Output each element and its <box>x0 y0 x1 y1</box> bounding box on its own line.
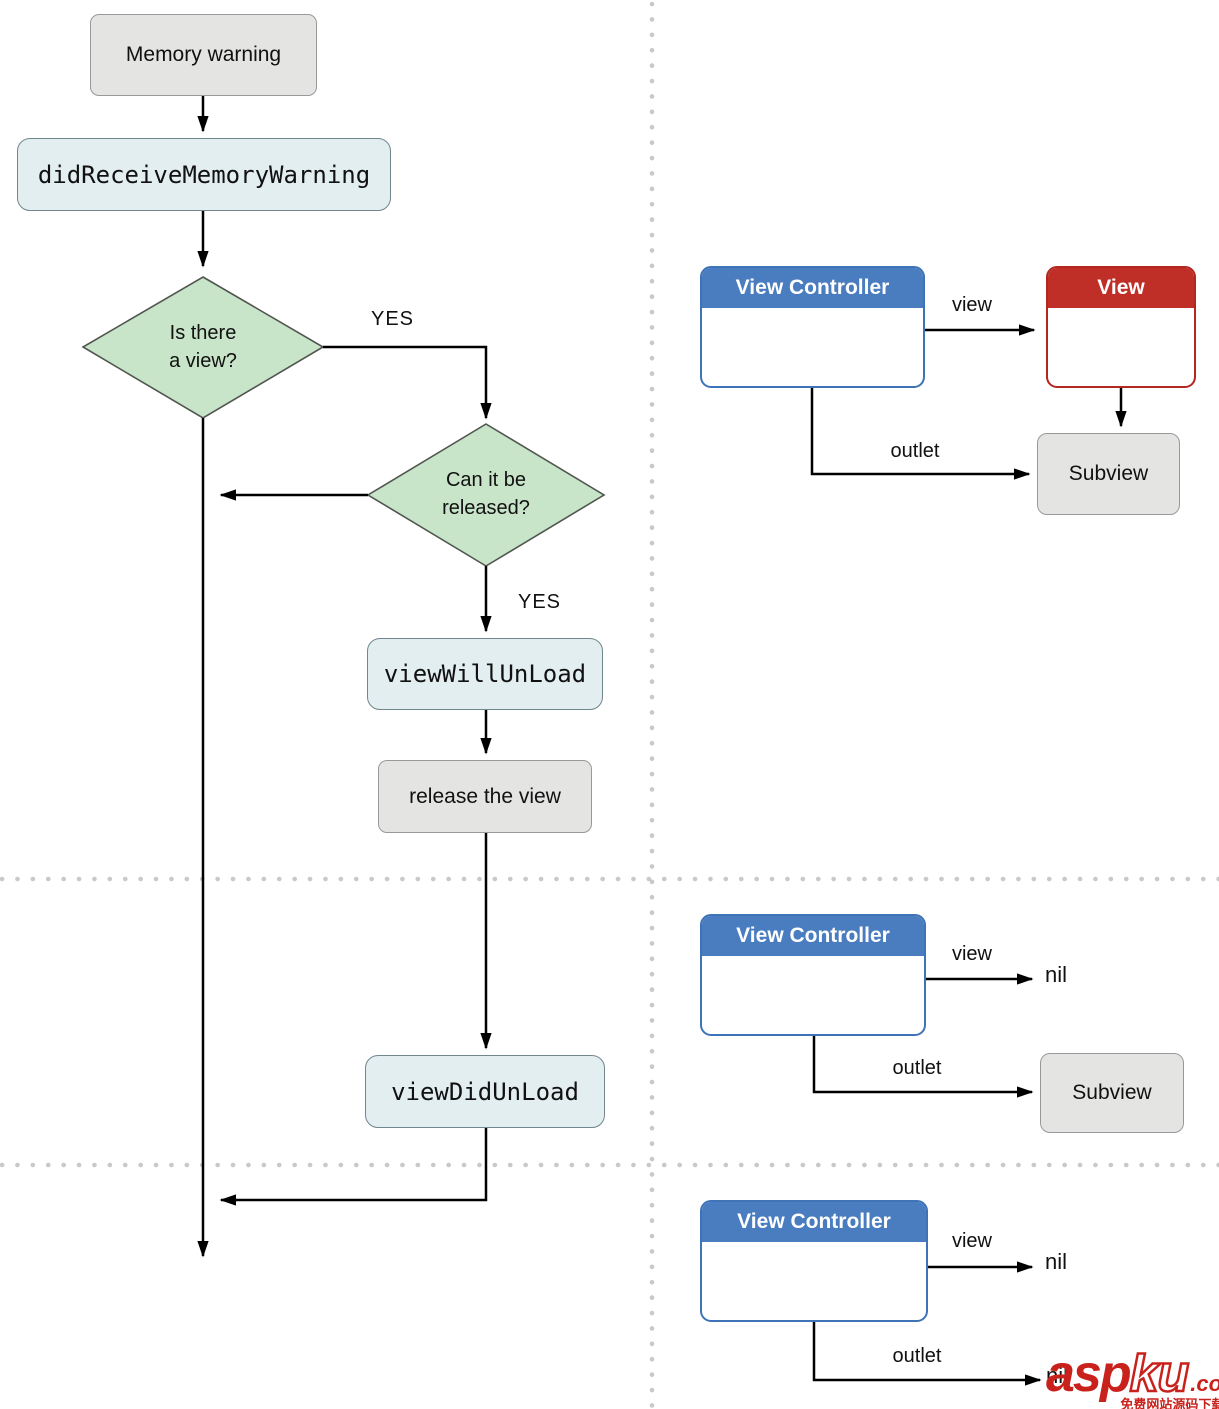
decision1-label: Is there a view? <box>123 319 283 375</box>
view-controller-card-top: View Controller <box>700 266 925 388</box>
outlet-edge-label-middle: outlet <box>892 1057 942 1079</box>
watermark-tagline: 免费网站源码下载站! <box>1120 1397 1219 1409</box>
watermark-com: .com <box>1190 1371 1219 1396</box>
viewwillunload-label: viewWillUnLoad <box>383 660 587 688</box>
node-release-the-view: release the view <box>378 760 592 833</box>
decision2-label: Can it be released? <box>406 466 566 522</box>
decision2-line2: released? <box>442 497 530 519</box>
view-title-top: View <box>1048 268 1194 308</box>
decision2-yes-label: YES <box>518 591 562 613</box>
watermark-ku: ku <box>1128 1345 1190 1403</box>
view-edge-label-middle: view <box>951 943 992 965</box>
view-edge-label-top: view <box>951 294 992 316</box>
node-memory-warning: Memory warning <box>90 14 317 96</box>
view-controller-title-top: View Controller <box>702 268 923 308</box>
subview-node-middle: Subview <box>1040 1053 1184 1133</box>
node-viewwillunload: viewWillUnLoad <box>367 638 603 710</box>
view-controller-card-middle: View Controller <box>700 914 926 1036</box>
view-controller-title-bottom: View Controller <box>702 1202 926 1242</box>
outlet-edge-label-top: outlet <box>890 440 940 462</box>
arrow-vc-outlet-bottom <box>812 1322 1042 1386</box>
decision1-yes-label: YES <box>371 308 415 330</box>
arrow-vc-outlet-top <box>810 388 1031 480</box>
view-card-top: View <box>1046 266 1196 388</box>
decision2-line1: Can it be <box>445 469 527 491</box>
view-nil-label-middle: nil <box>1045 962 1068 987</box>
decision1-line2: a view? <box>169 350 237 372</box>
subview-node-top: Subview <box>1037 433 1180 515</box>
subview-label-top: Subview <box>1068 462 1149 485</box>
release-the-view-label: release the view <box>409 784 561 808</box>
decision1-line1: Is there <box>169 322 237 344</box>
view-controller-title-middle: View Controller <box>702 916 924 956</box>
subview-label-middle: Subview <box>1072 1081 1152 1104</box>
arrow-decision1-yes-to-decision2 <box>323 345 492 420</box>
outlet-nil-label-bottom: nil <box>1046 1363 1069 1388</box>
node-viewdidunload: viewDidUnLoad <box>365 1055 605 1128</box>
arrow-viewdidunload-return-left <box>219 1128 488 1206</box>
memory-warning-label: Memory warning <box>125 43 282 66</box>
view-controller-card-bottom: View Controller <box>700 1200 928 1322</box>
watermark-asp: asp <box>1046 1345 1132 1403</box>
didreceivememorywarning-label: didReceiveMemoryWarning <box>37 160 371 189</box>
view-nil-label-bottom: nil <box>1045 1249 1068 1274</box>
outlet-edge-label-bottom: outlet <box>892 1345 942 1367</box>
view-edge-label-bottom: view <box>951 1230 992 1252</box>
arrow-vc-outlet-middle <box>812 1036 1034 1098</box>
node-didreceivememorywarning: didReceiveMemoryWarning <box>17 138 391 211</box>
viewdidunload-label: viewDidUnLoad <box>391 1077 579 1106</box>
